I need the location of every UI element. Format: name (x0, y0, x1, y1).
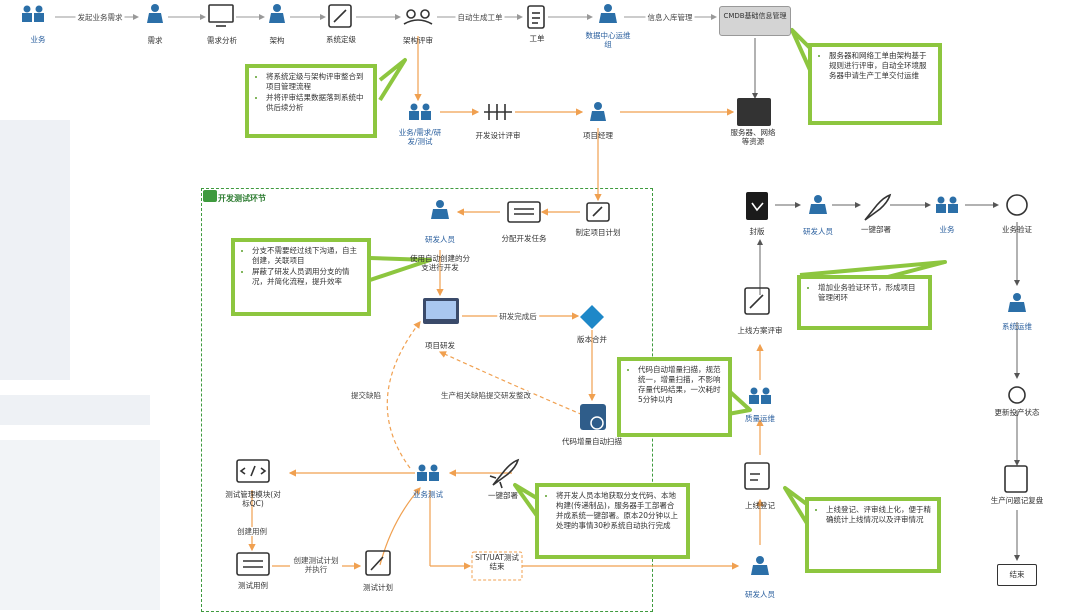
person-icon (749, 387, 771, 404)
edge-label: 创建测试计划并执行 (290, 556, 342, 574)
golive-register-icon (744, 462, 770, 490)
person-icon (590, 102, 606, 121)
monitor-icon (208, 4, 234, 23)
node-pm: 项目经理 (583, 131, 613, 140)
callout-note-1: 将系统定级与架构评审整合到项目管理流程并将评审结果数据落到系统中供后续分析 (245, 64, 377, 138)
node-scan: 代码增量自动扫描 (562, 437, 622, 446)
callout-note-2: 服务器和网络工单由架构基于规则进行评审，自动全环境服务器申请生产工单交付运维 (808, 43, 942, 125)
background-decoration (0, 440, 160, 610)
review-icon (484, 104, 512, 120)
callout-note-4: 代码自动增量扫描，规范统一，增量扫描，不影响存量代码结果，一次耗时5分钟以内 (617, 357, 732, 437)
node-developer2: 研发人员 (745, 590, 775, 599)
seal-icon (746, 192, 768, 220)
edge-label: 创建用例 (235, 527, 269, 536)
verify-icon (1006, 194, 1028, 216)
testcase-icon (236, 552, 270, 576)
testplan-icon (365, 550, 391, 576)
prodreview-icon (1004, 465, 1028, 493)
edge-label: 信息入库管理 (645, 13, 695, 22)
tool-icons (208, 4, 1028, 576)
callout-note-7: 上线登记、评审线上化，便于精确统计上线情况以及评审情况 (805, 497, 941, 573)
person-icon (147, 4, 163, 23)
callout-note-3: 分支不需要经过线下沟通，自主创建，关联项目屏蔽了研发人员调用分支的情况，并简化流… (231, 238, 371, 316)
rocket-icon (489, 458, 520, 489)
sit-report-box (471, 551, 523, 581)
node-deploy1: 一键部署 (488, 491, 518, 500)
node-golive-review: 上线方案评审 (737, 326, 783, 335)
cloud-icon (203, 190, 217, 202)
node-updprod: 更新投产状态 (994, 408, 1040, 417)
edit-icon (328, 4, 352, 28)
node-workorder: 工单 (529, 34, 545, 43)
person-icon (417, 464, 439, 481)
node-archreview: 架构评审 (403, 36, 433, 45)
node-qaops: 质量运维 (745, 414, 775, 423)
refresh-icon (1008, 386, 1026, 404)
callout-note-5: 将开发人员本地获取分支代码、本地构建(传递制品)，服务器手工部署合并成系统一键部… (535, 483, 690, 559)
server-icon (737, 98, 771, 126)
node-prodreview: 生产问题记复盘 (990, 496, 1044, 505)
edge-label: 研发完成后 (497, 312, 539, 321)
plan-icon (586, 202, 610, 222)
node-sysops: 系统运维 (1002, 322, 1032, 331)
person-icon (599, 4, 617, 23)
edge-label: 提交缺陷 (349, 391, 383, 400)
node-dcops: 数据中心运维组 (585, 31, 631, 49)
node-analysis: 需求分析 (207, 36, 237, 45)
node-merge: 版本合并 (577, 335, 607, 344)
node-demand: 需求 (147, 36, 163, 45)
node-developer3: 研发人员 (803, 227, 833, 236)
node-arch: 架构 (269, 36, 285, 45)
scan-icon (580, 404, 606, 430)
node-assign: 分配开发任务 (501, 234, 547, 243)
rocket-icon (864, 193, 892, 221)
team-icon (406, 9, 416, 19)
node-sysgrade: 系统定级 (326, 35, 356, 44)
dev-test-frame-title: 开发测试环节 (218, 194, 266, 203)
person-icon (431, 200, 449, 219)
node-testplan: 测试计划 (363, 583, 393, 592)
node-cmdb: CMDB基础信息管理 (719, 6, 791, 36)
node-bizverify: 业务验证 (1002, 225, 1032, 234)
node-plan: 制定项目计划 (575, 228, 621, 237)
form-icon (527, 5, 545, 29)
node-golive-reg: 上线登记 (745, 501, 775, 510)
person-icons (22, 4, 1026, 575)
person-icon (936, 196, 958, 213)
node-branchdev: 使用自动创建的分支进行开发 (410, 254, 470, 272)
node-bizuat: 业务测试 (413, 490, 443, 499)
person-icon (22, 5, 44, 22)
node-testcase: 测试用例 (238, 581, 268, 590)
person-icon (751, 556, 769, 575)
code-icon (236, 459, 270, 483)
node-business2: 业务 (939, 225, 955, 234)
person-icon (1008, 293, 1026, 312)
node-end: 结束 (997, 564, 1037, 586)
person-icon (809, 195, 827, 214)
edge-label: 生产相关缺陷提交研发整改 (439, 391, 533, 400)
right-edges (752, 38, 1020, 561)
background-decoration (0, 395, 150, 425)
node-developer: 研发人员 (425, 235, 455, 244)
node-bizdev: 业务/需求/研发/测试 (398, 128, 442, 146)
callout-note-6: 增加业务验证环节，形成项目管理闭环 (797, 275, 932, 330)
node-testmod: 测试管理模块(对标QC) (225, 490, 281, 508)
background-decoration (0, 120, 70, 380)
node-seal: 封版 (749, 227, 765, 236)
node-devreview: 开发设计评审 (475, 131, 521, 140)
node-sitreport: SIT/UAT测试结束 (475, 553, 519, 571)
node-projdev: 项目研发 (425, 341, 455, 350)
person-icon (269, 4, 285, 23)
node-servers: 服务器、网络等资源 (730, 128, 776, 146)
node-deploy2: 一键部署 (861, 225, 891, 234)
node-business: 业务 (30, 35, 46, 44)
merge-icon (580, 305, 604, 329)
edge-label: 发起业务需求 (75, 13, 125, 22)
person-icon (409, 103, 431, 120)
edge-label: 自动生成工单 (455, 13, 505, 22)
task-icon (507, 201, 541, 223)
golive-review-icon (744, 287, 770, 315)
